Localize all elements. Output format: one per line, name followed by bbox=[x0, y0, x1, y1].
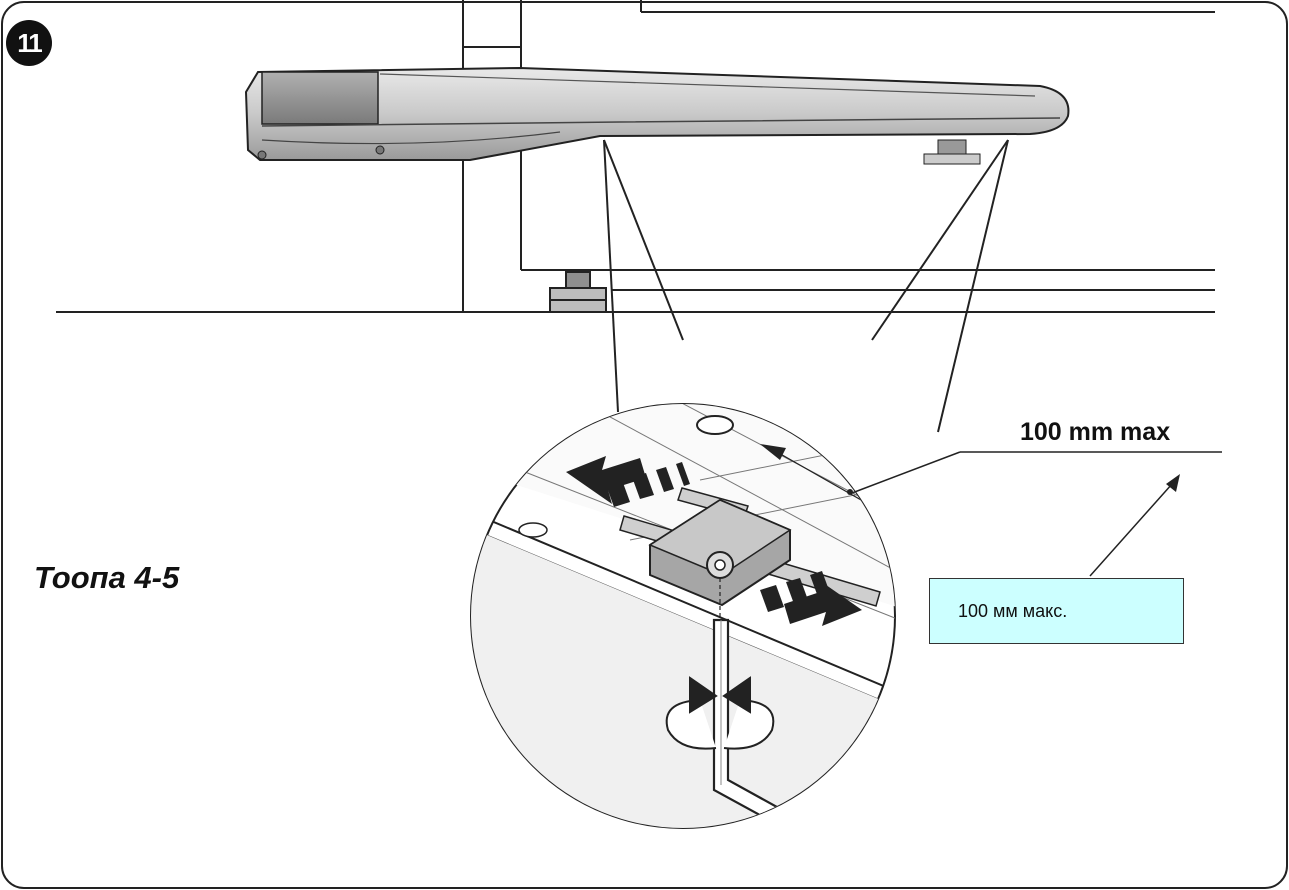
translation-note-box: 100 мм макс. bbox=[929, 578, 1184, 644]
translation-note-text: 100 мм макс. bbox=[958, 601, 1068, 621]
clamp-block bbox=[648, 498, 792, 620]
magnifier-cone bbox=[603, 139, 1009, 433]
magnifier-detail bbox=[470, 403, 896, 829]
mount-bracket bbox=[549, 271, 607, 313]
dimension-label: 100 mm max bbox=[1020, 418, 1171, 446]
background-structure bbox=[56, 0, 1215, 313]
double-arrow-left bbox=[566, 456, 646, 504]
dimension-arrows bbox=[760, 444, 895, 546]
double-arrow-right bbox=[784, 578, 862, 626]
figure-caption: Тоопа 4-5 bbox=[34, 560, 180, 595]
leader-line bbox=[851, 451, 1222, 494]
figure-number-badge: 11 bbox=[6, 20, 52, 66]
rotation-arrows-icon bbox=[665, 676, 775, 750]
operator-arm bbox=[244, 66, 1070, 165]
note-pointer-arrow bbox=[1089, 474, 1180, 577]
